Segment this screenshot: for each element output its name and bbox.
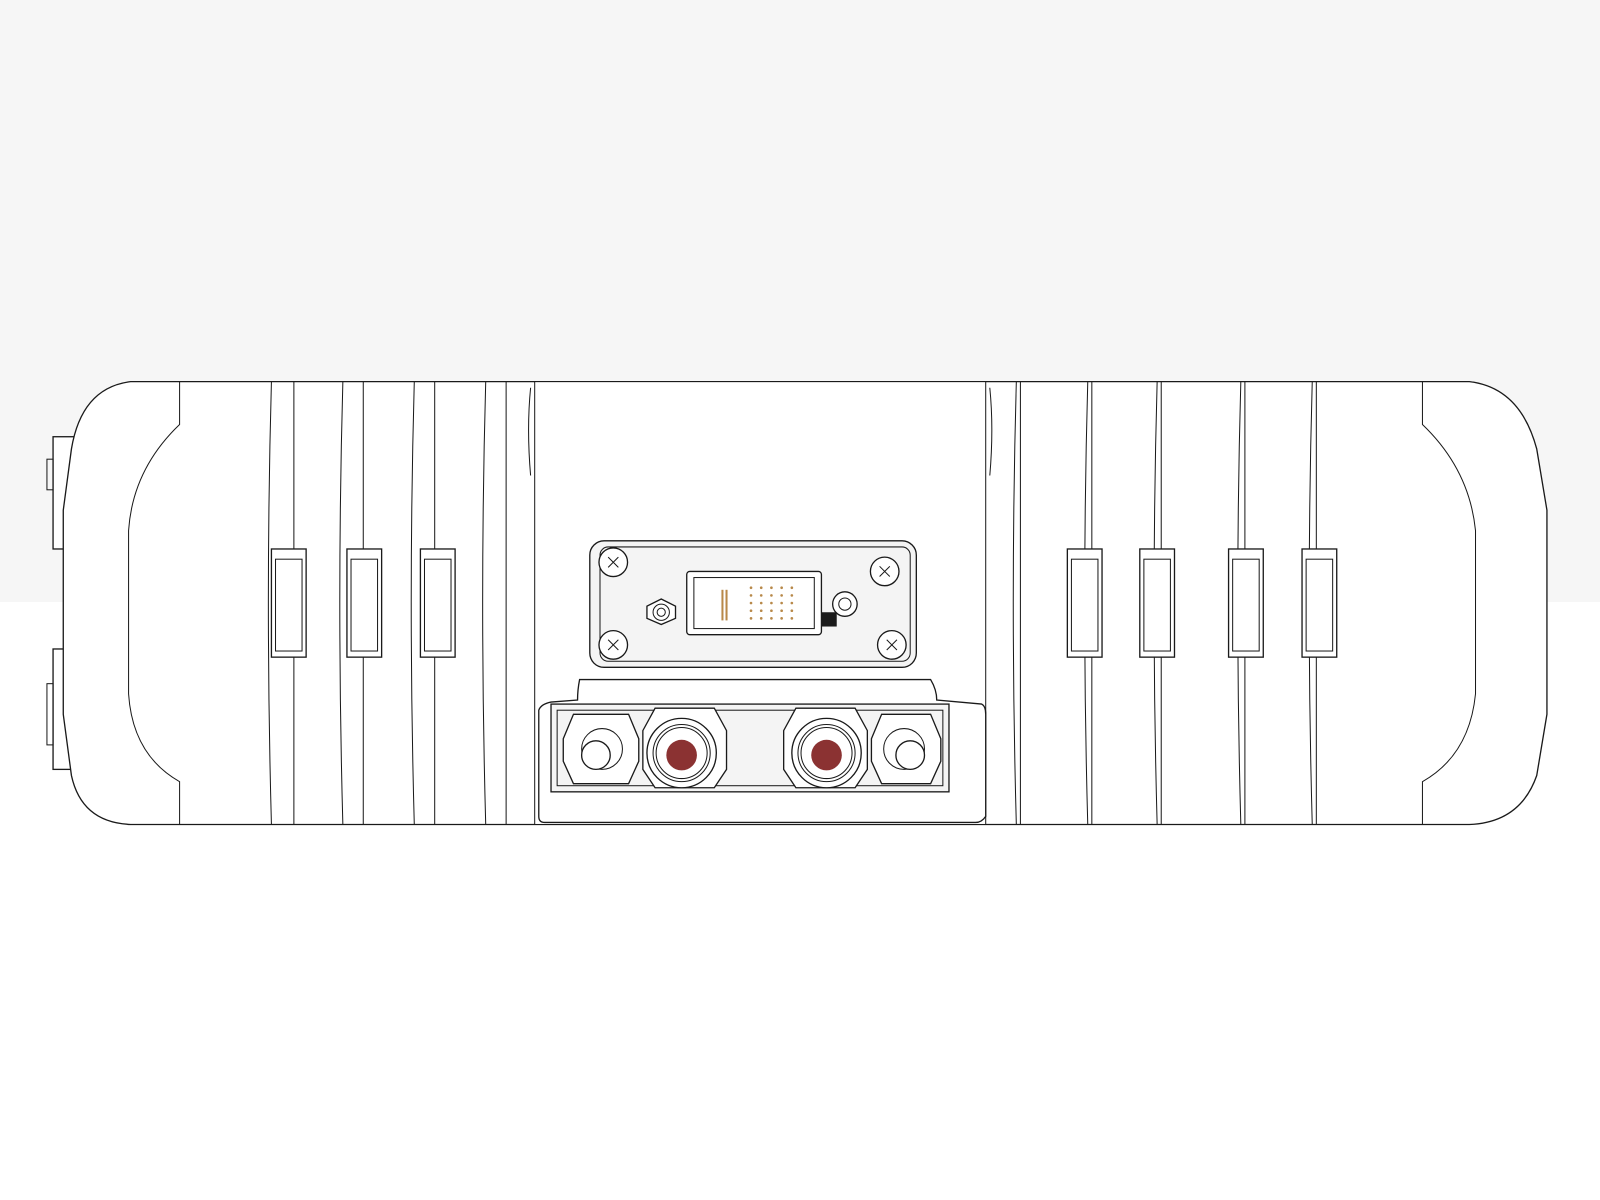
hex-nut-icon <box>646 598 677 626</box>
phillips-screw-icon <box>598 547 629 578</box>
rib-line <box>482 381 487 825</box>
red-terminal-post-icon <box>811 739 842 771</box>
connector-pin <box>749 586 753 590</box>
red-terminal-post-left[interactable] <box>642 707 728 789</box>
connector-pin <box>790 594 794 597</box>
connector-pin <box>749 601 753 605</box>
connector-pin <box>759 594 763 597</box>
connector-plate <box>589 540 917 669</box>
connector-pin <box>759 601 763 605</box>
latch-clip[interactable] <box>270 548 307 658</box>
latch-clip[interactable] <box>346 548 383 658</box>
connector-pin <box>770 617 773 620</box>
connector-pin <box>790 586 794 590</box>
connector-pin <box>780 617 783 620</box>
connector-pin <box>749 594 753 597</box>
connector-pin <box>780 594 783 597</box>
connector-pin <box>780 609 783 613</box>
toggle-switch-right[interactable] <box>870 713 942 785</box>
connector-pin <box>759 586 763 590</box>
connector-pin <box>749 617 753 620</box>
rib-line <box>410 381 415 825</box>
phillips-screw-icon <box>869 556 900 587</box>
phillips-screw-icon <box>598 629 629 660</box>
rib-line <box>1012 381 1017 825</box>
connector-pin <box>770 586 773 590</box>
latch-clip[interactable] <box>419 548 456 658</box>
terminal-block <box>538 678 987 824</box>
connector-pin <box>780 586 783 590</box>
latch-clip[interactable] <box>1139 548 1176 658</box>
connector-pin <box>770 594 773 597</box>
connector-pin <box>790 617 794 620</box>
connector-pin <box>790 601 794 605</box>
latch-clip[interactable] <box>1227 548 1264 658</box>
connector-pin <box>790 609 794 613</box>
red-terminal-post-right[interactable] <box>783 707 869 789</box>
multi-pin-connector-icon <box>686 570 837 636</box>
rib-line <box>339 381 344 825</box>
grommet-icon <box>831 591 858 617</box>
rib-line <box>267 381 272 825</box>
connector-pin <box>770 601 773 605</box>
red-terminal-post-icon <box>666 739 697 771</box>
latches <box>270 548 1338 658</box>
connector-pin <box>749 609 753 613</box>
latch-clip[interactable] <box>1301 548 1338 658</box>
connector-pin <box>759 609 763 613</box>
phillips-screw-icon <box>876 629 907 660</box>
latch-clip[interactable] <box>1066 548 1103 658</box>
connector-pin <box>770 609 773 613</box>
toggle-switch-left[interactable] <box>562 713 640 785</box>
connector-pin <box>759 617 763 620</box>
connector-pin <box>780 601 783 605</box>
